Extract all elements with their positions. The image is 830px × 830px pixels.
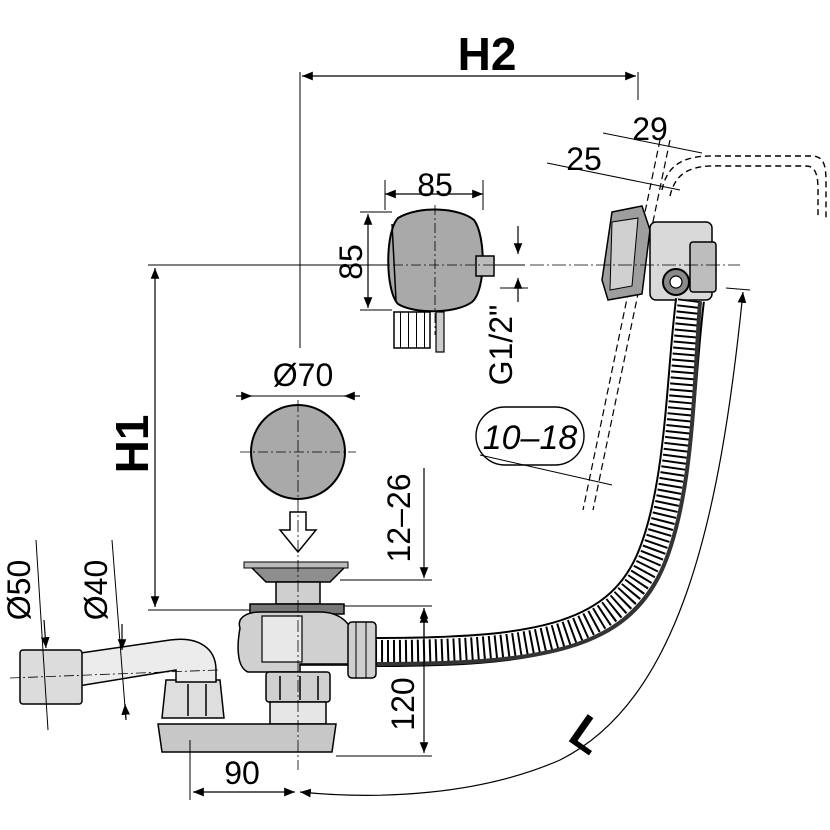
range-12-26-label: 12–26 xyxy=(381,474,417,563)
dim-25-label: 25 xyxy=(566,141,602,177)
outlet-diameters: Ø50 Ø40 xyxy=(1,539,130,731)
dim-50-label: Ø50 xyxy=(1,560,37,620)
control-knob: 85 85 xyxy=(333,167,500,353)
dim-85-width-label: 85 xyxy=(417,167,453,203)
dim-90-label: 90 xyxy=(224,755,260,791)
width-90-dimension: 90 xyxy=(189,740,295,800)
height-120-dimension: 120 xyxy=(336,612,432,757)
h1-dimension: H1 xyxy=(106,264,525,611)
thread-dimension: G1/2" xyxy=(483,226,528,385)
range-12-26: 12–26 xyxy=(340,468,432,640)
h2-label: H2 xyxy=(458,28,517,80)
dim-40-label: Ø40 xyxy=(78,560,114,620)
h2-dimension: H2 xyxy=(299,28,639,348)
dim-70-label: Ø70 xyxy=(273,357,333,393)
dim-29-label: 29 xyxy=(632,111,668,147)
dim-120-label: 120 xyxy=(385,677,421,730)
range-10-18: 10–18 xyxy=(475,406,613,486)
h1-label: H1 xyxy=(106,415,158,474)
thread-label: G1/2" xyxy=(483,305,519,386)
range-10-18-label: 10–18 xyxy=(483,419,578,457)
drain-assembly xyxy=(9,400,377,770)
wall-thickness-dimensions: 29 25 xyxy=(546,111,703,191)
dim-85-height-label: 85 xyxy=(333,244,369,280)
